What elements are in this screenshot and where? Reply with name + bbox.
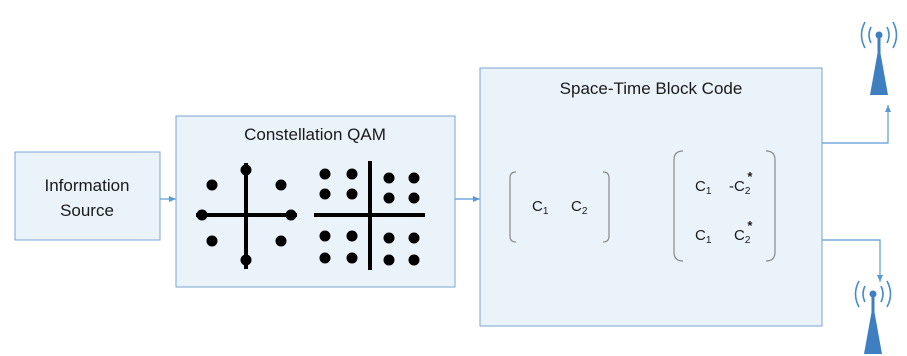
- matrix-alamouti: C1 -C2* C1 C2*: [673, 150, 776, 262]
- stbc-title: Space-Time Block Code: [560, 79, 743, 98]
- matrix-row-vector: C1 C2: [509, 171, 610, 243]
- constellation-diagram-small: [196, 163, 297, 269]
- right-bracket: [765, 150, 776, 262]
- matrix-symbol-r1c2: -C2*: [729, 169, 753, 197]
- constellation-diagram-16qam: [314, 161, 425, 270]
- qam-title: Constellation QAM: [244, 125, 386, 144]
- stbc-block: Space-Time Block Code C1 C2 C1 -C2* C1 C…: [479, 67, 823, 327]
- source-label-line2: Source: [60, 201, 114, 220]
- matrix-symbol-r2c2: C2*: [734, 218, 753, 246]
- antenna-icon: [854, 280, 892, 354]
- right-bracket: [602, 171, 610, 243]
- left-bracket: [509, 171, 517, 243]
- left-bracket: [673, 150, 684, 262]
- antenna-icon: [860, 21, 898, 95]
- arrow-to-antenna-2: [822, 239, 883, 282]
- source-label-line1: Information: [44, 176, 129, 195]
- information-source-block: Information Source: [14, 151, 161, 241]
- matrix-symbol-r1c1: C1: [695, 178, 712, 197]
- matrix-symbol-c1: C1: [532, 198, 549, 217]
- arrow-to-antenna-1: [822, 105, 891, 144]
- matrix-symbol-c2: C2: [571, 198, 588, 217]
- matrix-symbol-r2c1: C1: [695, 227, 712, 246]
- constellation-qam-block: Constellation QAM: [175, 115, 456, 288]
